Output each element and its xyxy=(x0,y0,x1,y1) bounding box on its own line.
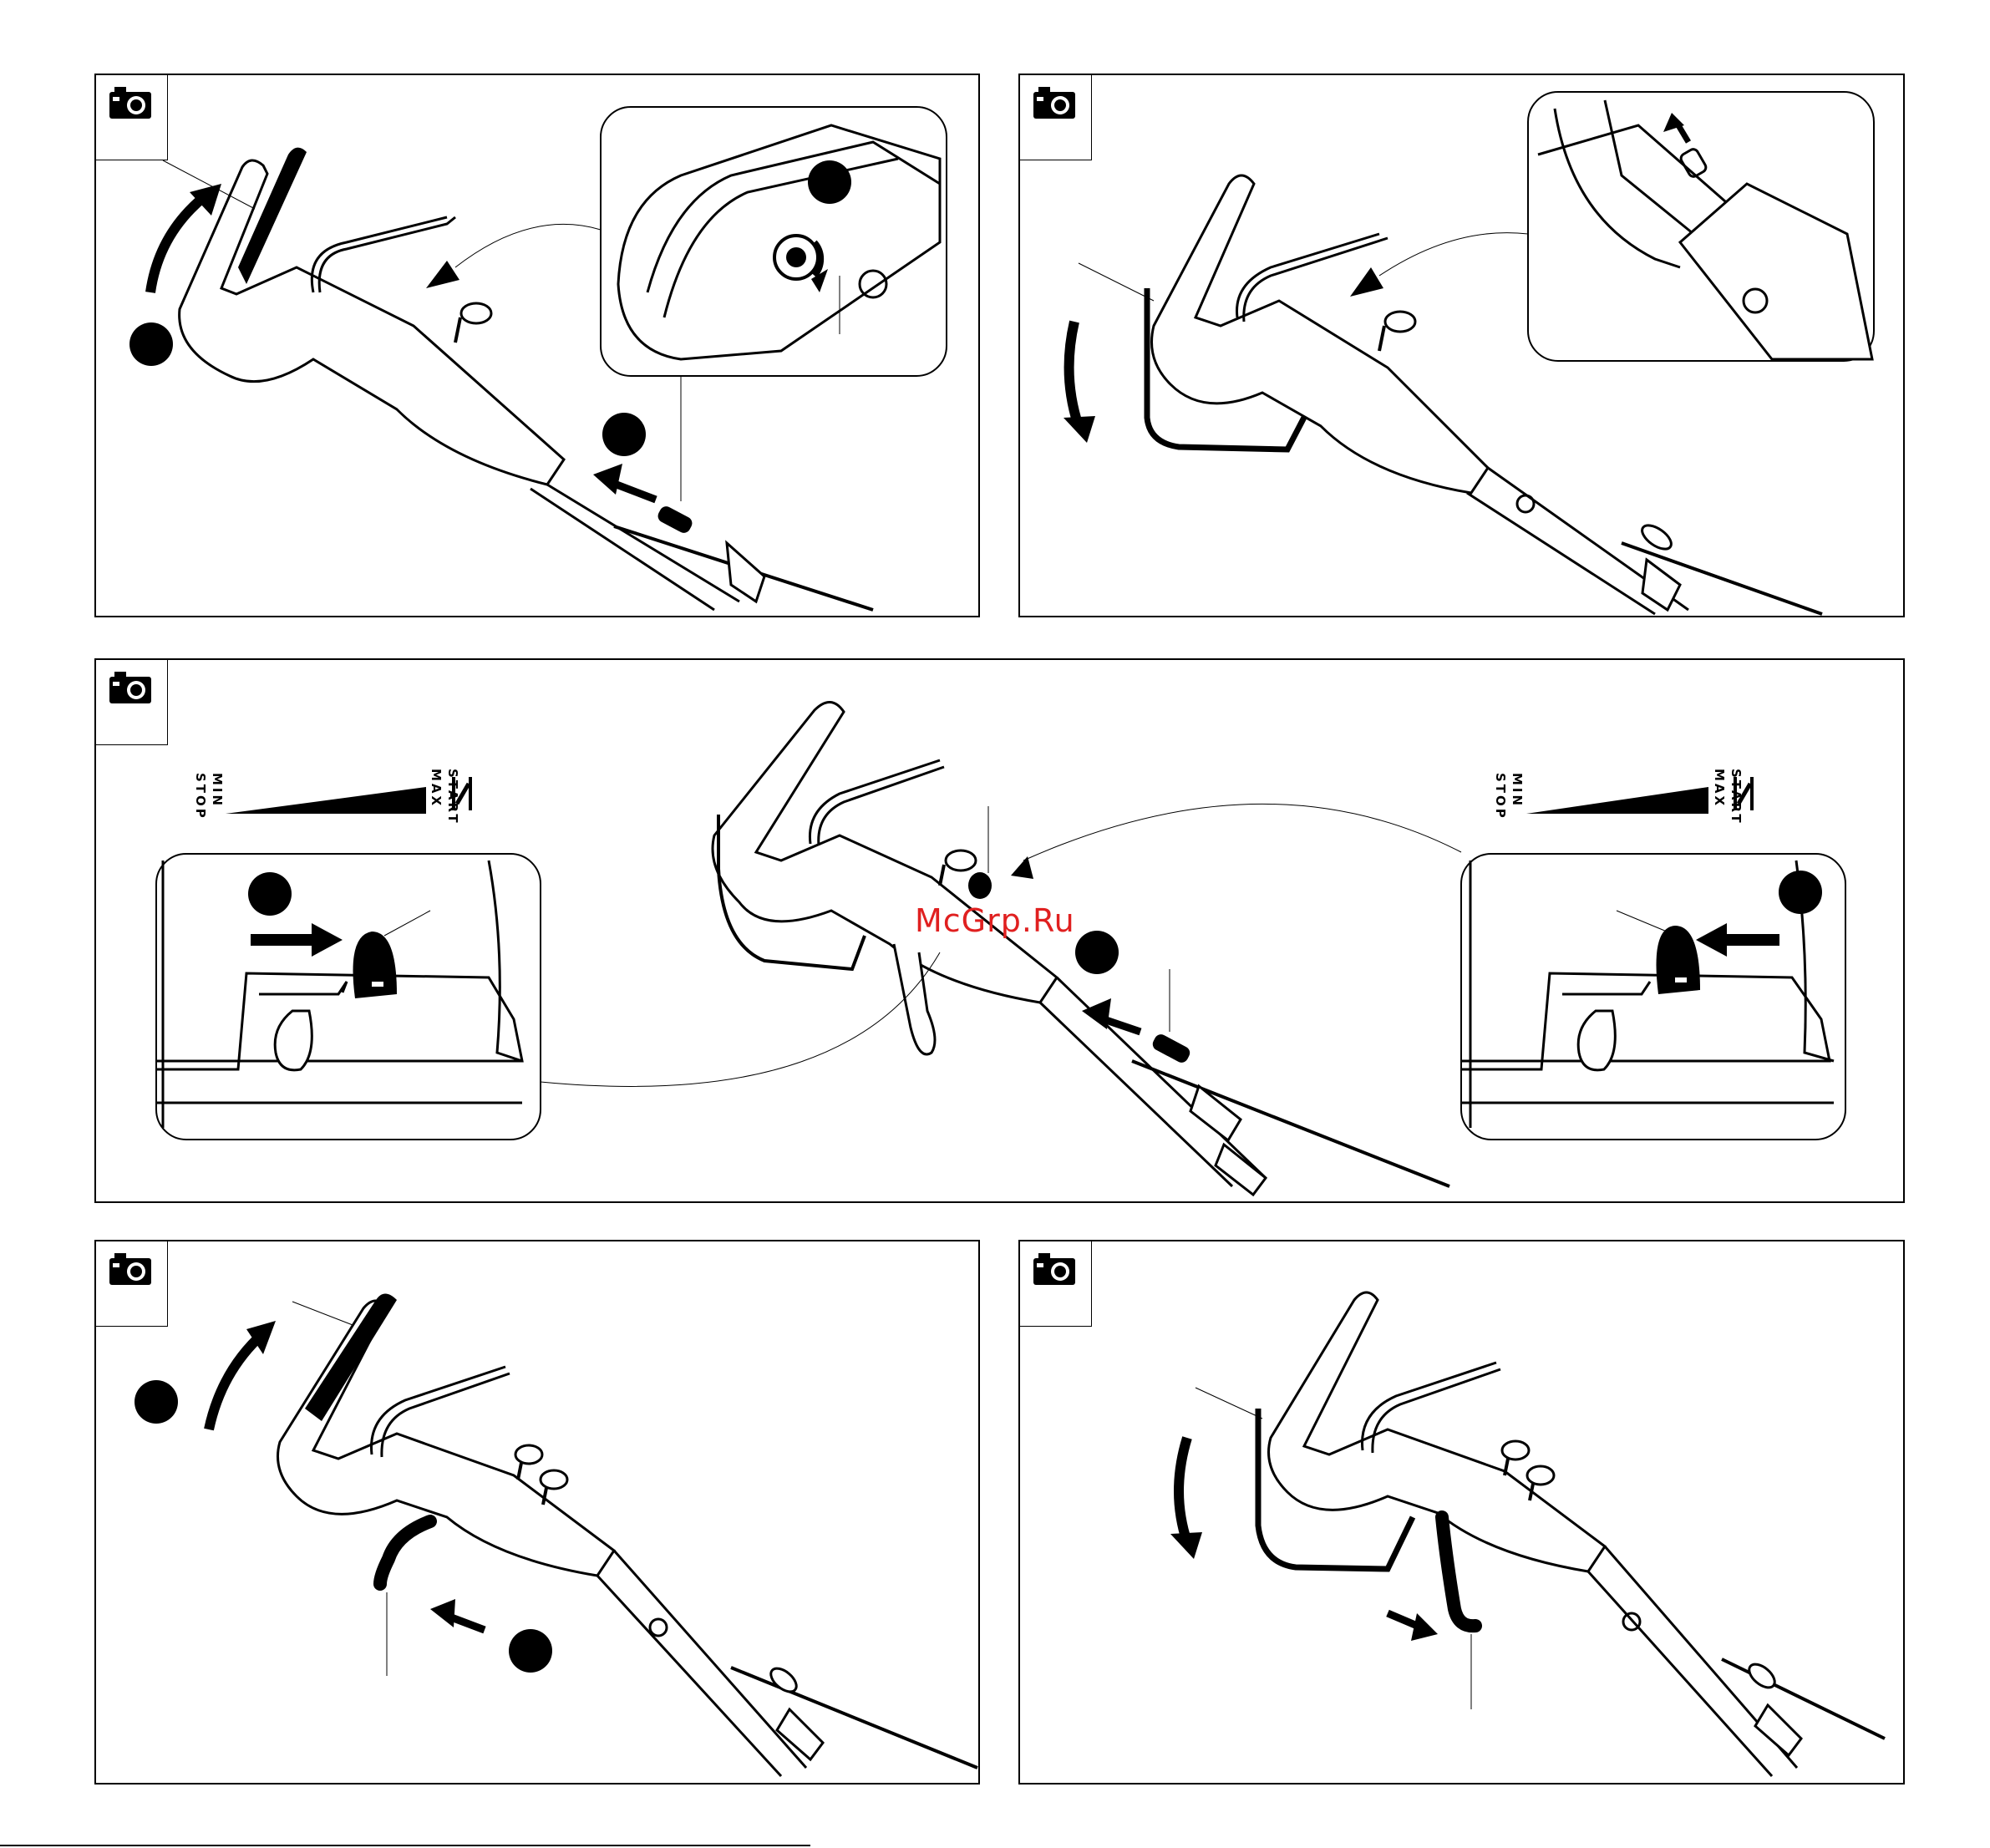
label-min: MIN xyxy=(210,773,225,808)
throttle-scale-left: MIN STOP MAX START xyxy=(193,769,470,825)
label-stop: STOP xyxy=(193,773,208,820)
callout-2 xyxy=(509,1629,552,1673)
callout-1 xyxy=(129,322,173,366)
callout-1 xyxy=(135,1380,178,1424)
callout-3 xyxy=(1779,871,1822,914)
panel-4-drawing xyxy=(96,1241,982,1786)
throttle-wedge xyxy=(226,787,426,814)
panel-5-drawing xyxy=(1020,1241,1906,1786)
panel-2 xyxy=(1018,74,1905,617)
panel-4 xyxy=(94,1240,980,1785)
callout-inset xyxy=(808,160,851,204)
callout-2 xyxy=(1075,931,1119,974)
callout-2 xyxy=(602,413,646,456)
throttle-scale-right: MIN STOP MAX START xyxy=(1493,769,1752,825)
panel-5 xyxy=(1018,1240,1905,1785)
footer-rule xyxy=(0,1845,810,1846)
panel-1-drawing xyxy=(96,75,982,619)
panel-2-drawing xyxy=(1020,75,1906,619)
label-max: MAX xyxy=(429,769,444,808)
watermark: McGrp.Ru xyxy=(915,902,1075,939)
throttle-wedge xyxy=(1526,787,1708,814)
label-max: MAX xyxy=(1712,769,1727,808)
label-stop: STOP xyxy=(1493,773,1508,820)
label-min: MIN xyxy=(1510,773,1525,808)
panel-1 xyxy=(94,74,980,617)
callout-1 xyxy=(248,872,292,916)
